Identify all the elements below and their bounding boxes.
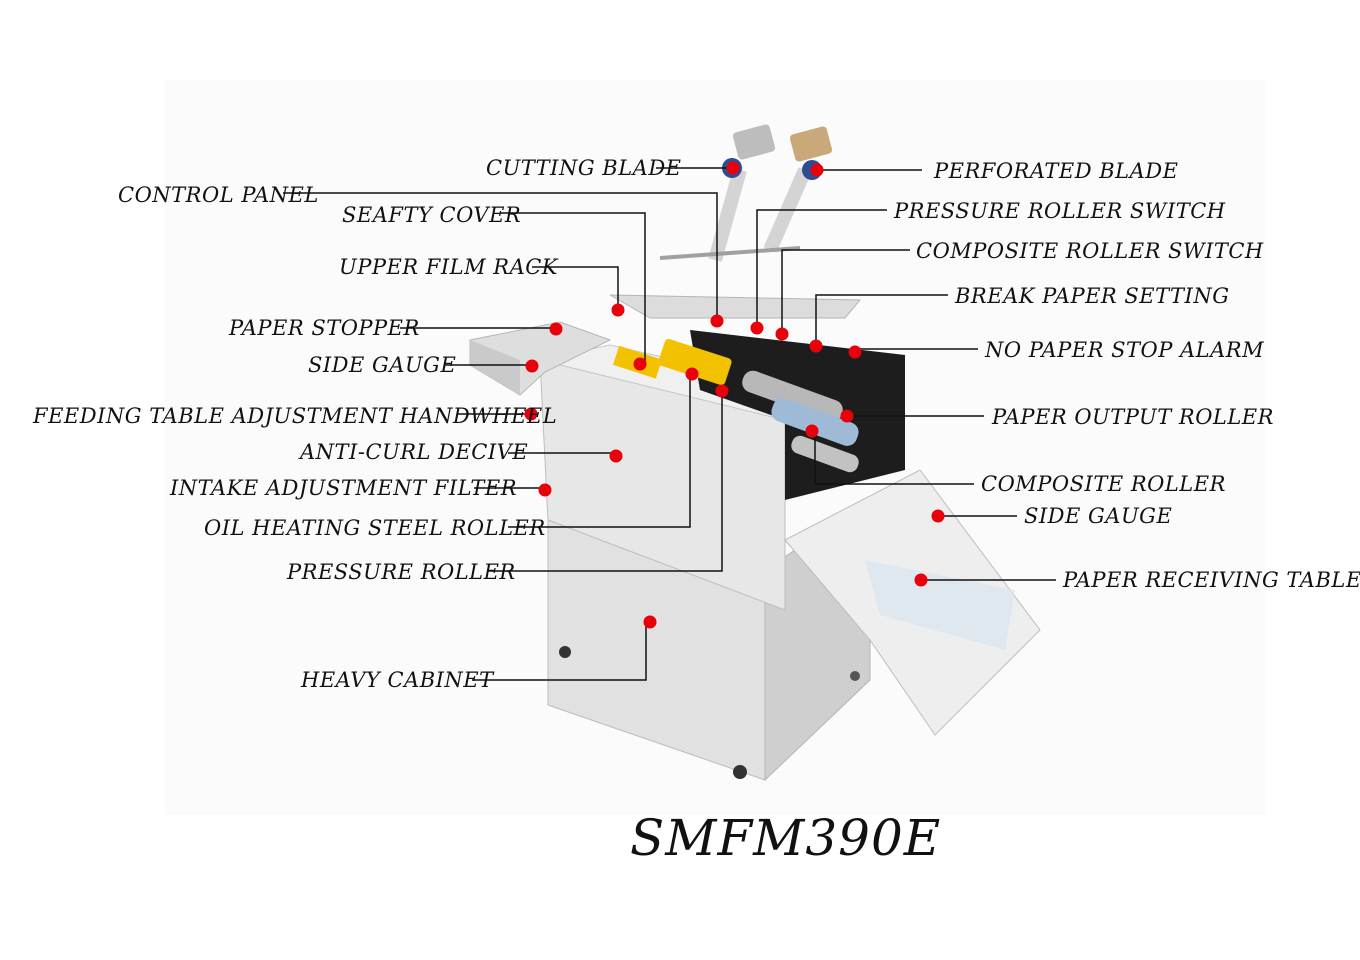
caster-front: [733, 765, 747, 779]
label-side-gauge-left: SIDE GAUGE: [308, 353, 457, 377]
marker-side-gauge-left: [525, 359, 539, 373]
label-heavy-cabinet: HEAVY CABINET: [301, 668, 494, 692]
upper-film-rack-bar: [609, 294, 862, 319]
marker-oil-heating-steel-roller: [685, 367, 699, 381]
perforated-blade-cap: [789, 126, 833, 162]
leader-lines: [283, 167, 1056, 681]
marker-pressure-roller: [715, 384, 729, 398]
cutting-arm: [708, 168, 747, 262]
feeding-table-edge: [470, 340, 520, 395]
marker-feeding-table-handwheel: [524, 407, 538, 421]
leader-oil-heating-steel-roller: [508, 373, 691, 528]
leader-pressure-roller: [487, 391, 723, 572]
marker-composite-roller: [805, 424, 819, 438]
marker-paper-output-roller: [840, 409, 854, 423]
steel-roller: [742, 370, 843, 422]
rack-shaft: [659, 246, 801, 260]
leader-heavy-cabinet: [472, 622, 647, 681]
label-paper-output-roller: PAPER OUTPUT ROLLER: [992, 405, 1274, 429]
label-paper-stopper: PAPER STOPPER: [229, 316, 420, 340]
leader-composite-roller: [814, 430, 974, 485]
marker-composite-roller-switch: [775, 327, 789, 341]
receiving-table-tray: [865, 560, 1015, 650]
leader-upper-film-rack: [532, 266, 619, 310]
label-no-paper-stop-alarm: NO PAPER STOP ALARM: [985, 338, 1265, 362]
marker-pressure-roller-switch: [750, 321, 764, 335]
leader-control-panel: [283, 192, 718, 320]
caster-back: [850, 671, 860, 681]
label-composite-roller: COMPOSITE ROLLER: [981, 472, 1226, 496]
label-pressure-roller-switch: PRESSURE ROLLER SWITCH: [894, 199, 1226, 223]
model-name: SMFM390E: [630, 809, 942, 867]
marker-paper-receiving-table: [914, 573, 928, 587]
label-cutting-blade: CUTTING BLADE: [486, 156, 682, 180]
marker-heavy-cabinet: [643, 615, 657, 629]
marker-perforated-blade: [810, 163, 824, 177]
label-pressure-roller: PRESSURE ROLLER: [287, 560, 516, 584]
marker-upper-film-rack: [611, 303, 625, 317]
marker-anti-curl-decive: [609, 449, 623, 463]
yellow-roller: [658, 338, 732, 386]
caster-left: [559, 646, 571, 658]
label-intake-adjustment-filter: INTAKE ADJUSTMENT FILTER: [170, 476, 518, 500]
marker-break-paper-setting: [809, 339, 823, 353]
label-anti-curl-decive: ANTI-CURL DECIVE: [300, 440, 529, 464]
label-side-gauge-right: SIDE GAUGE: [1024, 504, 1173, 528]
marker-paper-stopper: [549, 322, 563, 336]
marker-cutting-blade: [726, 161, 740, 175]
marker-no-paper-stop-alarm: [848, 345, 862, 359]
markers: [524, 161, 945, 629]
leader-composite-roller-switch: [781, 249, 910, 333]
label-upper-film-rack: UPPER FILM RACK: [339, 255, 558, 279]
marker-intake-adjustment-filter: [538, 483, 552, 497]
label-seafty-cover: SEAFTY COVER: [342, 203, 522, 227]
label-perforated-blade: PERFORATED BLADE: [934, 159, 1179, 183]
leader-seafty-cover: [500, 212, 646, 362]
label-oil-heating-steel-roller: OIL HEATING STEEL ROLLER: [204, 516, 546, 540]
label-break-paper-setting: BREAK PAPER SETTING: [955, 284, 1230, 308]
leader-break-paper-setting: [815, 294, 948, 345]
leader-pressure-roller-switch: [756, 209, 887, 327]
composite-roller-shape: [771, 398, 859, 446]
label-composite-roller-switch: COMPOSITE ROLLER SWITCH: [916, 239, 1264, 263]
marker-seafty-cover: [633, 357, 647, 371]
marker-side-gauge-right: [931, 509, 945, 523]
label-paper-receiving-table: PAPER RECEIVING TABLE: [1063, 568, 1360, 592]
cutting-blade-cap: [732, 124, 776, 160]
output-roller-shape: [791, 435, 859, 473]
marker-control-panel: [710, 314, 724, 328]
label-control-panel: CONTROL PANEL: [118, 183, 319, 207]
label-feeding-table-adjustment-handwheel: FEEDING TABLE ADJUSTMENT HANDWHEEL: [33, 404, 558, 428]
